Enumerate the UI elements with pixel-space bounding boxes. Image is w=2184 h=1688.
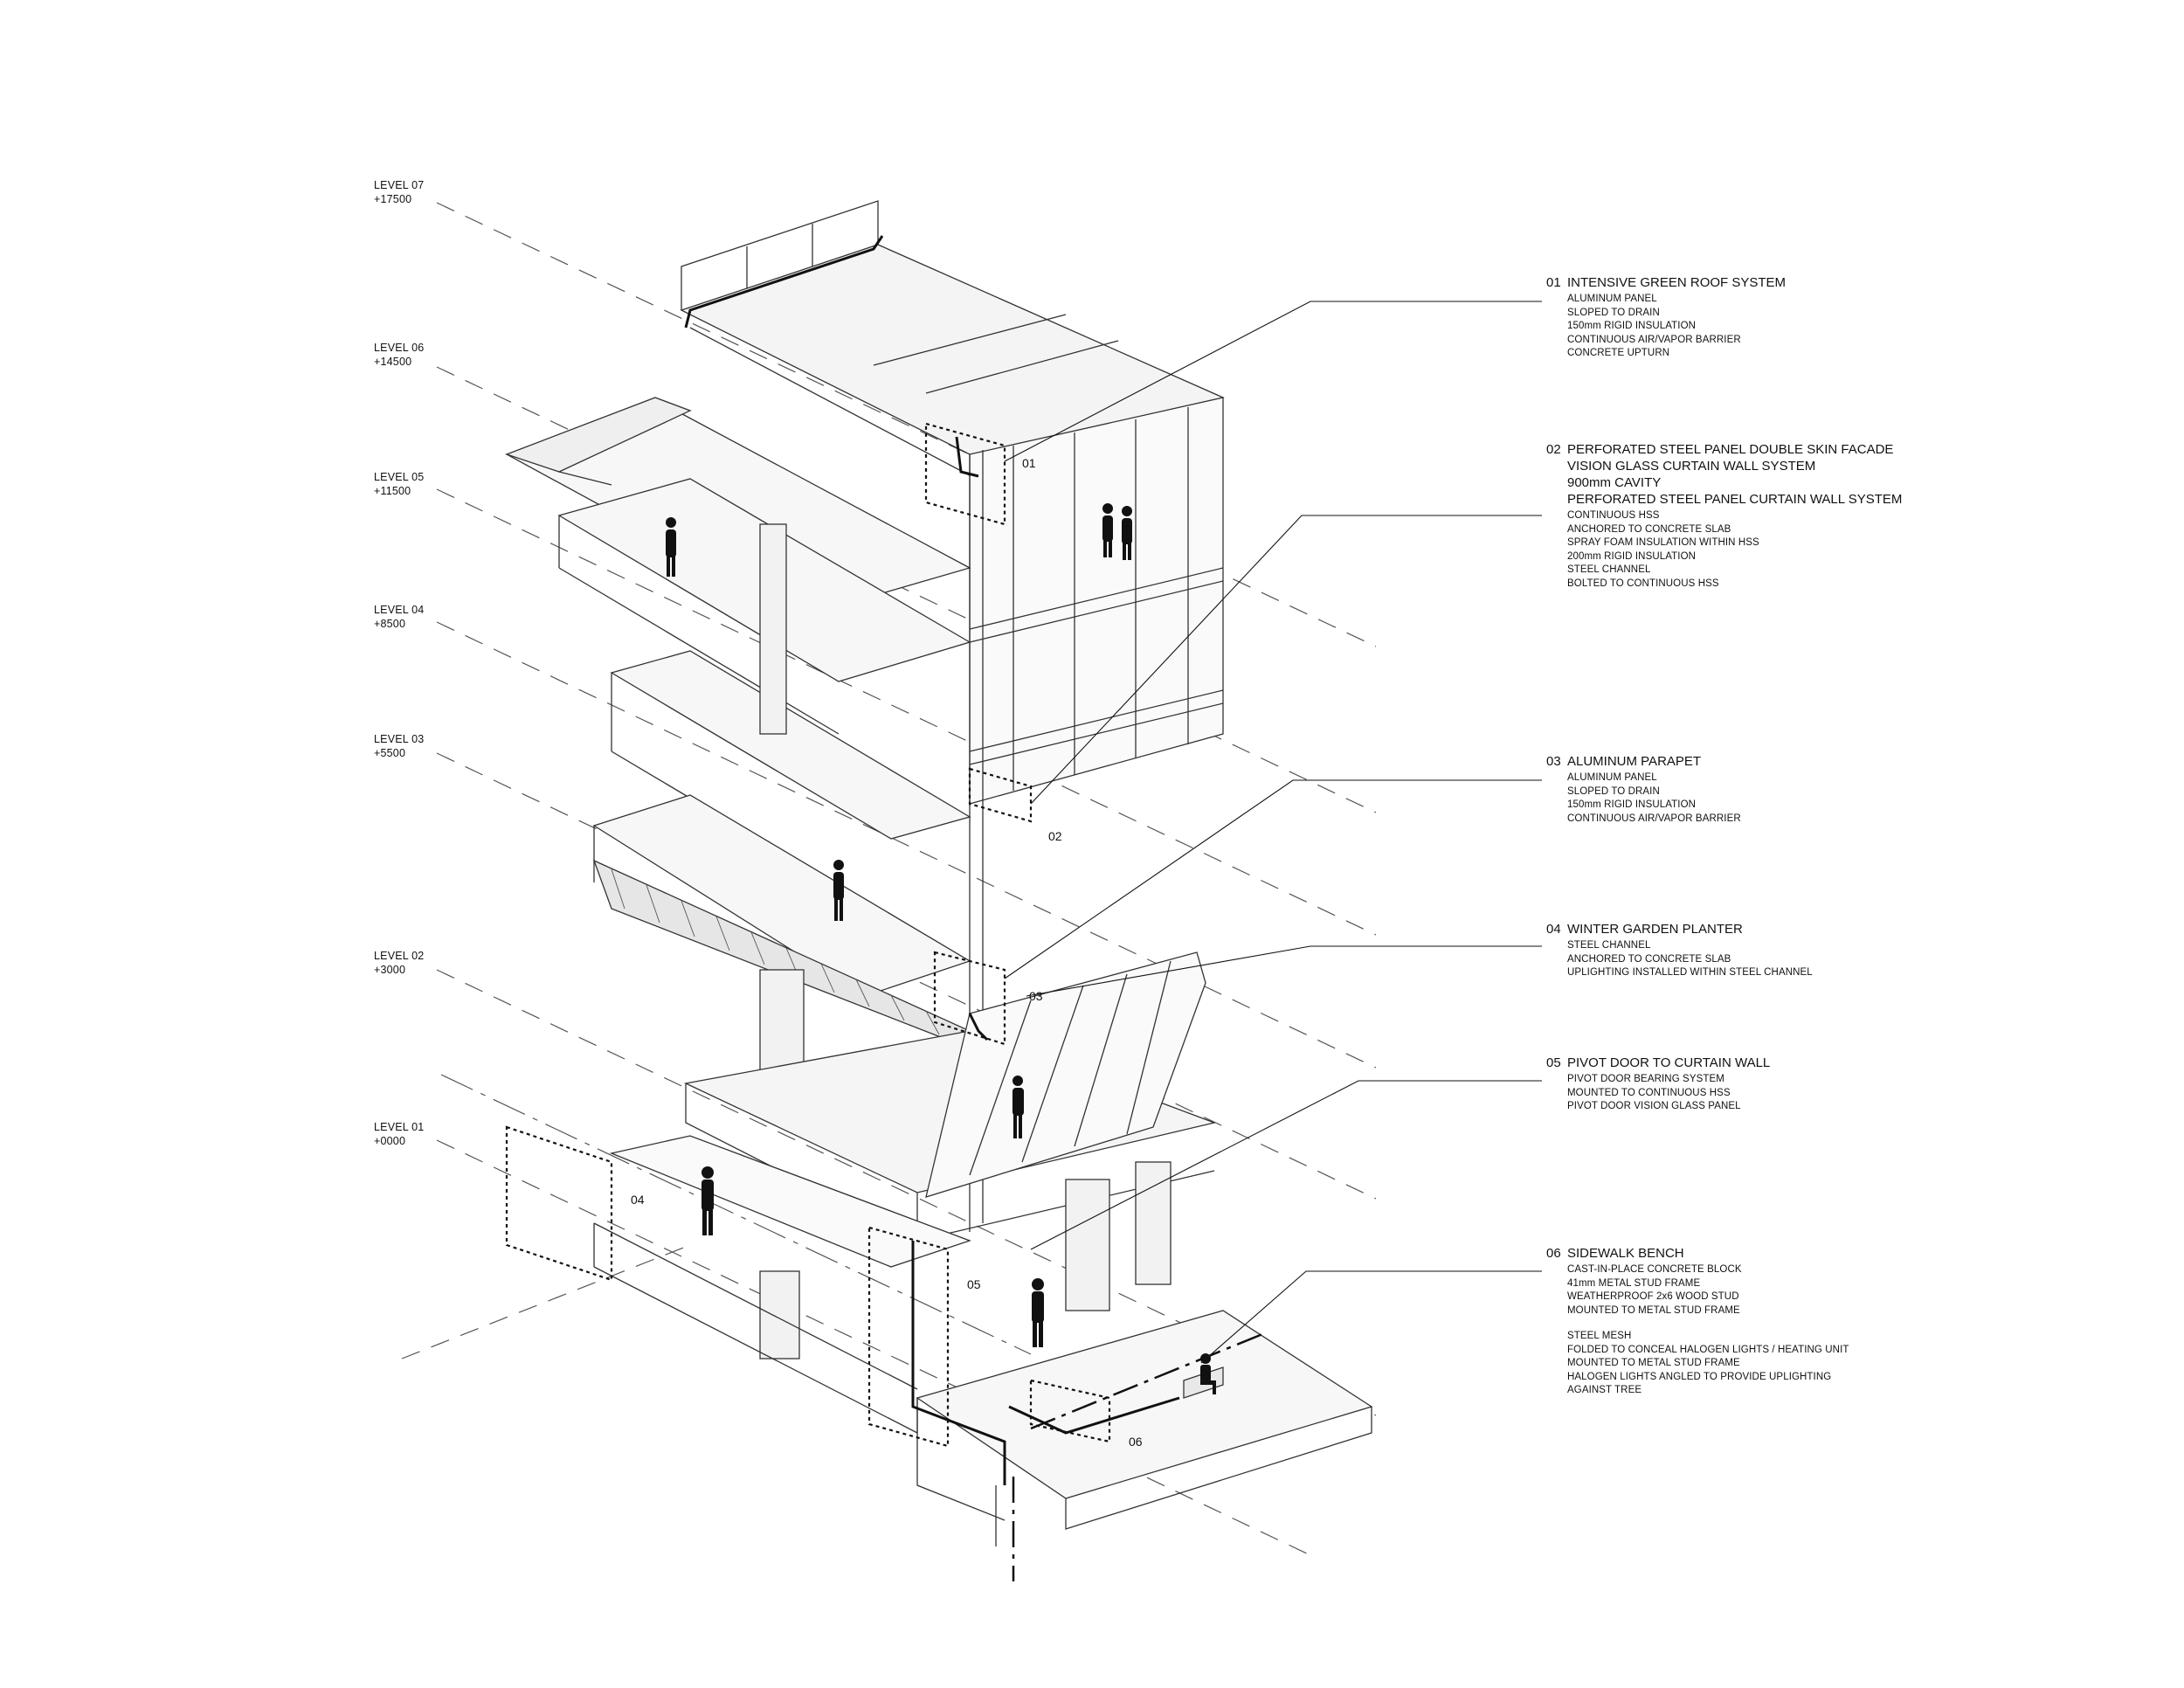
note-line: UPLIGHTING INSTALLED WITHIN STEEL CHANNE… <box>1567 967 1813 978</box>
person-figure <box>1102 503 1113 557</box>
callout-tag-06: 06 <box>1129 1435 1143 1449</box>
person-figure <box>1032 1278 1044 1347</box>
note-number: 02 <box>1546 442 1561 457</box>
callout-tags: 01 02 03 04 05 06 <box>631 456 1143 1449</box>
note-title: WINTER GARDEN PLANTER <box>1567 922 1743 937</box>
level-label-03: LEVEL 03 +5500 <box>374 732 424 760</box>
note-line: SLOPED TO DRAIN <box>1567 785 1660 797</box>
note-line: MOUNTED TO CONTINUOUS HSS <box>1567 1087 1731 1098</box>
person-figure <box>833 860 844 921</box>
note-line: STEEL CHANNEL <box>1567 940 1651 951</box>
level-label-05: LEVEL 05 +11500 <box>374 470 424 498</box>
level-name: LEVEL 05 <box>374 471 425 483</box>
note-number: 01 <box>1546 275 1561 290</box>
note-line: 200mm RIGID INSULATION <box>1567 550 1697 562</box>
note-title: PERFORATED STEEL PANEL DOUBLE SKIN FACAD… <box>1567 442 1894 457</box>
note-line-gap <box>1567 1318 2158 1330</box>
note-line: CONTINUOUS AIR/VAPOR BARRIER <box>1567 334 1741 345</box>
note-line: ANCHORED TO CONCRETE SLAB <box>1567 953 1731 965</box>
person-figure <box>702 1166 714 1235</box>
level-elevation: +0000 <box>374 1135 406 1147</box>
callout-tag-01: 01 <box>1022 456 1036 470</box>
note-line: ALUMINUM PANEL <box>1567 294 1657 304</box>
note-line: 150mm RIGID INSULATION <box>1567 799 1697 810</box>
note-line: MOUNTED TO METAL STUD FRAME <box>1567 1358 1740 1368</box>
note-subtitle: 900mm CAVITY <box>1567 475 1662 490</box>
note-lines: ALUMINUM PANEL SLOPED TO DRAIN 150mm RIG… <box>1546 293 2158 361</box>
note-05: 05 PIVOT DOOR TO CURTAIN WALL PIVOT DOOR … <box>1546 1055 2158 1114</box>
note-line: ANCHORED TO CONCRETE SLAB <box>1567 523 1731 535</box>
note-line: SLOPED TO DRAIN <box>1567 307 1660 318</box>
note-06: 06 SIDEWALK BENCH CAST-IN-PLACE CONCRETE … <box>1546 1245 2158 1398</box>
note-line: CONTINUOUS HSS <box>1567 510 1660 521</box>
building-massing <box>505 200 1373 1546</box>
note-line: ALUMINUM PANEL <box>1567 772 1657 783</box>
note-line: FOLDED TO CONCEAL HALOGEN LIGHTS / HEATI… <box>1567 1344 1849 1355</box>
level-elevation: +3000 <box>374 964 406 976</box>
note-lines: CONTINUOUS HSS ANCHORED TO CONCRETE SLAB… <box>1546 509 2158 591</box>
level-name: LEVEL 03 <box>374 733 425 745</box>
level-elevation: +14500 <box>374 356 412 368</box>
level-label-02: LEVEL 02 +3000 <box>374 949 424 977</box>
note-01: 01 INTENSIVE GREEN ROOF SYSTEM ALUMINUM P… <box>1546 274 2158 361</box>
note-lines: STEEL CHANNEL ANCHORED TO CONCRETE SLAB … <box>1546 939 2158 980</box>
level-label-04: LEVEL 04 +8500 <box>374 603 424 631</box>
level-elevation: +17500 <box>374 193 412 205</box>
level-name: LEVEL 02 <box>374 950 425 962</box>
note-line: BOLTED TO CONTINUOUS HSS <box>1567 578 1719 589</box>
note-02: 02 PERFORATED STEEL PANEL DOUBLE SKIN FAC… <box>1546 441 2158 591</box>
detail-callout-boxes <box>505 422 1111 1448</box>
note-03: 03 ALUMINUM PARAPET ALUMINUM PANEL SLOPED… <box>1546 753 2158 826</box>
note-lines: PIVOT DOOR BEARING SYSTEM MOUNTED TO CON… <box>1546 1073 2158 1114</box>
note-number: 03 <box>1546 754 1561 769</box>
note-line: CONCRETE UPTURN <box>1567 348 1670 358</box>
level-elevation: +11500 <box>374 485 411 497</box>
note-title: ALUMINUM PARAPET <box>1567 754 1702 769</box>
note-line: HALOGEN LIGHTS ANGLED TO PROVIDE UPLIGHT… <box>1567 1371 1832 1382</box>
leader-lines <box>1004 301 1542 1364</box>
note-subtitle: VISION GLASS CURTAIN WALL SYSTEM <box>1567 459 1816 474</box>
note-line: CONTINUOUS AIR/VAPOR BARRIER <box>1567 813 1741 824</box>
note-line: AGAINST TREE <box>1567 1385 1642 1395</box>
note-line: SPRAY FOAM INSULATION WITHIN HSS <box>1567 537 1759 548</box>
callout-tag-04: 04 <box>631 1193 645 1207</box>
note-title: INTENSIVE GREEN ROOF SYSTEM <box>1567 275 1787 290</box>
callout-tag-03: 03 <box>1029 989 1043 1003</box>
level-elevation: +5500 <box>374 747 406 759</box>
note-line: STEEL CHANNEL <box>1567 564 1651 575</box>
note-line: STEEL MESH <box>1567 1331 1632 1341</box>
note-lines: CAST-IN-PLACE CONCRETE BLOCK 41mm METAL … <box>1546 1263 2158 1398</box>
level-name: LEVEL 01 <box>374 1121 425 1133</box>
note-line: CAST-IN-PLACE CONCRETE BLOCK <box>1567 1264 1742 1275</box>
note-number: 04 <box>1546 922 1561 937</box>
level-name: LEVEL 04 <box>374 604 425 616</box>
note-number: 05 <box>1546 1055 1561 1070</box>
note-line: PIVOT DOOR VISION GLASS PANEL <box>1567 1101 1741 1111</box>
seated-person-figure <box>1200 1353 1216 1394</box>
note-line: 150mm RIGID INSULATION <box>1567 321 1697 331</box>
note-line: WEATHERPROOF 2x6 WOOD STUD <box>1567 1291 1739 1302</box>
level-name: LEVEL 06 <box>374 342 425 354</box>
note-lines: ALUMINUM PANEL SLOPED TO DRAIN 150mm RIG… <box>1546 771 2158 826</box>
note-line: 41mm METAL STUD FRAME <box>1567 1277 1701 1289</box>
human-figures <box>666 503 1216 1394</box>
level-label-06: LEVEL 06 +14500 <box>374 341 424 369</box>
person-figure <box>1013 1076 1024 1138</box>
level-label-01: LEVEL 01 +0000 <box>374 1120 424 1148</box>
callout-tag-02: 02 <box>1048 829 1062 843</box>
person-figure <box>1122 506 1132 560</box>
note-line: MOUNTED TO METAL STUD FRAME <box>1567 1304 1740 1316</box>
note-number: 06 <box>1546 1246 1561 1261</box>
level-elevation: +8500 <box>374 618 406 630</box>
note-subtitle: PERFORATED STEEL PANEL CURTAIN WALL SYST… <box>1567 492 1903 507</box>
callout-tag-05: 05 <box>967 1277 981 1291</box>
note-title: PIVOT DOOR TO CURTAIN WALL <box>1567 1055 1771 1070</box>
level-label-07: LEVEL 07 +17500 <box>374 178 424 206</box>
note-line: PIVOT DOOR BEARING SYSTEM <box>1567 1074 1724 1084</box>
note-title: SIDEWALK BENCH <box>1567 1246 1684 1261</box>
level-name: LEVEL 07 <box>374 179 425 191</box>
note-04: 04 WINTER GARDEN PLANTER STEEL CHANNEL AN… <box>1546 921 2158 980</box>
person-figure <box>666 517 676 577</box>
